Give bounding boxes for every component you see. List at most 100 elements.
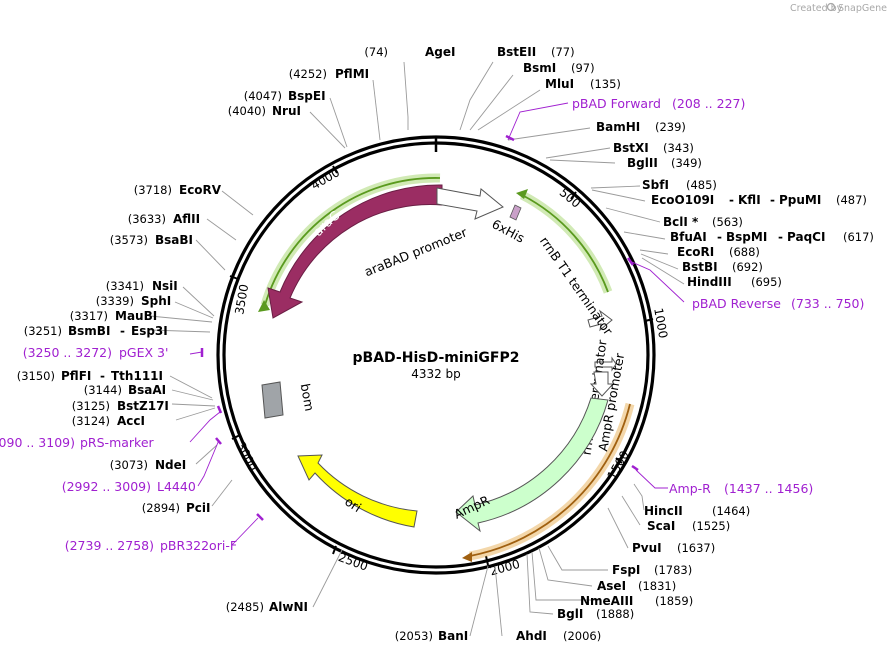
site-AhdI[interactable]: AhdI: [516, 629, 547, 643]
site-BglII[interactable]: BglII: [627, 156, 658, 170]
site-EcoRI[interactable]: EcoRI: [677, 245, 714, 259]
site-PflFI[interactable]: PflFI: [61, 369, 91, 383]
site-BspMI[interactable]: BspMI: [726, 230, 767, 244]
site-FspI[interactable]: FspI: [612, 563, 640, 577]
site-AgeI-pos: (74): [364, 45, 388, 59]
araBAD-promoter-arrow: [436, 187, 504, 220]
plasmid-name: pBAD-HisD-miniGFP2: [353, 350, 520, 366]
site-SbfI[interactable]: SbfI: [642, 178, 669, 192]
site-MauBI[interactable]: MauBI: [115, 309, 157, 323]
site-NmeAIII-pos: (1859): [655, 594, 693, 608]
site-Tth111I[interactable]: Tth111I: [111, 369, 163, 383]
primer-pGEX3-range: (3250 .. 3272): [23, 345, 112, 360]
site-BsmI-pos: (97): [571, 61, 595, 75]
site-BstBI[interactable]: BstBI: [682, 260, 718, 274]
site-BsaBI[interactable]: BsaBI: [155, 233, 193, 247]
primer-L4440[interactable]: L4440: [157, 479, 196, 494]
site-PpuMI[interactable]: PpuMI: [779, 193, 821, 207]
site-NdeI[interactable]: NdeI: [155, 458, 186, 472]
credit-prefix: Created by: [790, 3, 843, 14]
site-BstBI-pos: (692): [732, 260, 763, 274]
site-BclI-pos: (563): [712, 215, 743, 229]
tick-label-1000: 1000: [651, 307, 670, 340]
site-BanI[interactable]: BanI: [438, 629, 468, 643]
site-BstEII[interactable]: BstEII: [497, 45, 536, 59]
site-MluI[interactable]: MluI: [545, 77, 574, 91]
site-EcoO109I-pos: (487): [836, 193, 867, 207]
site-SphI[interactable]: SphI: [141, 294, 171, 308]
site-BglI[interactable]: BglI: [557, 607, 583, 621]
site-BsmBI-pos: (3251): [24, 324, 62, 338]
site-HindIII[interactable]: HindIII: [687, 275, 732, 289]
primer-pBAD-Reverse-range: (733 .. 750): [791, 296, 864, 311]
ori-label: ori: [342, 494, 364, 515]
site-HincII-pos: (1464): [712, 504, 750, 518]
site-sep-3: -: [717, 230, 722, 244]
bom-label: bom: [298, 382, 318, 412]
primer-pBAD-Reverse[interactable]: pBAD Reverse: [692, 296, 781, 311]
his-tag-label: 6xHis: [489, 216, 527, 246]
site-Esp3I[interactable]: Esp3I: [131, 324, 168, 338]
site-NsiI[interactable]: NsiI: [152, 279, 178, 293]
tick-label-3000: 3000: [234, 440, 260, 474]
araC-frame-line: [264, 177, 441, 306]
primer-pBR322ori-F-range: (2739 .. 2758): [65, 538, 154, 553]
site-sep-2: -: [770, 193, 775, 207]
site-ScaI-pos: (1525): [692, 519, 730, 533]
primer-pRS-marker[interactable]: pRS-marker: [80, 435, 155, 450]
site-BsmBI[interactable]: BsmBI: [68, 324, 110, 338]
site-NruI[interactable]: NruI: [272, 104, 301, 118]
site-BstXI-pos: (343): [663, 141, 694, 155]
site-BspEI[interactable]: BspEI: [288, 89, 326, 103]
site-AccI[interactable]: AccI: [117, 414, 145, 428]
his-tag-marker: [509, 204, 522, 221]
site-BsaAI[interactable]: BsaAI: [128, 383, 166, 397]
site-PciI-pos: (2894): [142, 501, 180, 515]
site-PflMI-pos: (4252): [289, 67, 327, 81]
site-NsiI-pos: (3341): [106, 279, 144, 293]
site-BstZ17I[interactable]: BstZ17I: [117, 399, 169, 413]
primer-pBR322ori-F[interactable]: pBR322ori-F: [160, 538, 237, 553]
primer-pBAD-Forward[interactable]: pBAD Forward: [572, 96, 661, 111]
site-NmeAIII[interactable]: NmeAIII: [580, 594, 633, 608]
site-AlwNI[interactable]: AlwNI: [269, 600, 308, 614]
site-AseI-pos: (1831): [638, 579, 676, 593]
site-SbfI-pos: (485): [686, 178, 717, 192]
site-PflMI[interactable]: PflMI: [335, 67, 369, 81]
site-AgeI[interactable]: AgeI: [425, 45, 455, 59]
site-PaqCI[interactable]: PaqCI: [787, 230, 825, 244]
site-BamHI[interactable]: BamHI: [596, 120, 640, 134]
primer-pRS-marker-range: (3090 .. 3109): [0, 435, 75, 450]
rrnB-T1-terminator-arrow: [587, 309, 613, 332]
primer-pBAD-Forward-range: (208 .. 227): [672, 96, 745, 111]
snapgene-logo-icon: [826, 2, 836, 12]
site-PciI[interactable]: PciI: [186, 501, 211, 515]
site-BstZ17I-pos: (3125): [72, 399, 110, 413]
site-MluI-pos: (135): [590, 77, 621, 91]
site-AseI[interactable]: AseI: [597, 579, 626, 593]
site-sep-4: -: [778, 230, 783, 244]
site-KflI[interactable]: KflI: [738, 193, 761, 207]
tick-label-3500: 3500: [232, 283, 251, 316]
credit-brand: SnapGene: [838, 3, 887, 14]
site-PvuI[interactable]: PvuI: [632, 541, 662, 555]
site-NdeI-pos: (3073): [110, 458, 148, 472]
site-HincII[interactable]: HincII: [644, 504, 683, 518]
site-ScaI[interactable]: ScaI: [647, 519, 675, 533]
site-sep-1: -: [729, 193, 734, 207]
site-BfuAI[interactable]: BfuAI: [670, 230, 707, 244]
site-BstXI[interactable]: BstXI: [613, 141, 649, 155]
site-BclI[interactable]: BclI *: [663, 215, 699, 229]
site-AflII[interactable]: AflII: [173, 212, 200, 226]
site-AhdI-pos: (2006): [563, 629, 601, 643]
primer-Amp-R[interactable]: Amp-R: [669, 481, 711, 496]
site-AccI-pos: (3124): [72, 414, 110, 428]
tick-label-4000: 4000: [309, 165, 342, 192]
site-BstEII-pos: (77): [551, 45, 575, 59]
site-BsmI[interactable]: BsmI: [523, 61, 556, 75]
primer-pGEX3[interactable]: pGEX 3': [119, 345, 168, 360]
site-EcoRV[interactable]: EcoRV: [179, 183, 222, 197]
site-BamHI-pos: (239): [655, 120, 686, 134]
site-EcoO109I[interactable]: EcoO109I: [651, 193, 714, 207]
